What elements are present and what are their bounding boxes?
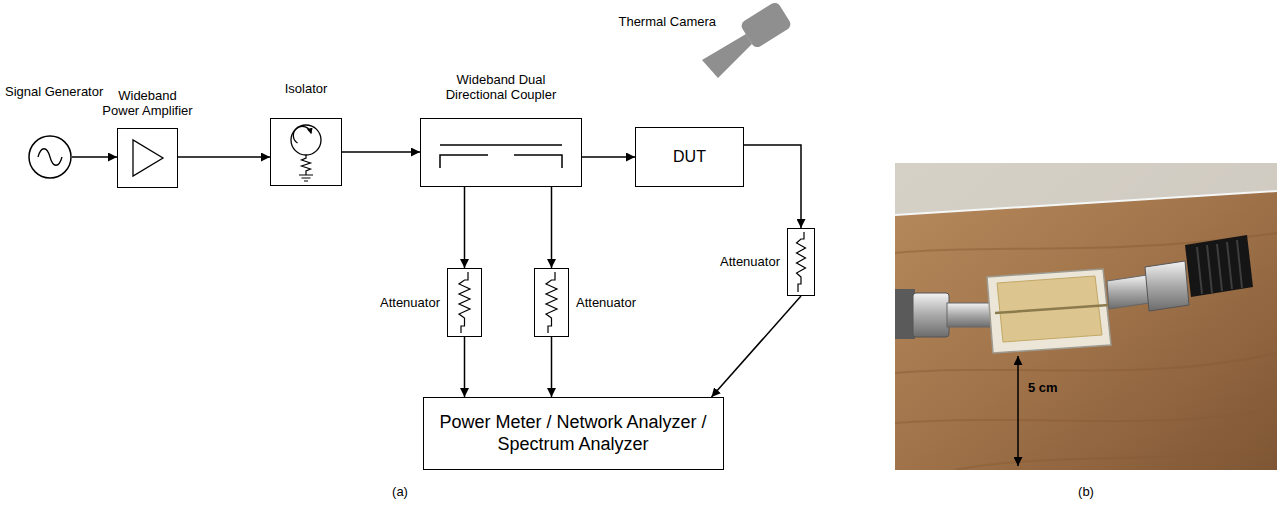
signal-arrow — [72, 156, 117, 158]
signal-arrow — [712, 296, 802, 397]
node-label: Signal Generator — [5, 84, 103, 100]
signal-arrow — [178, 156, 270, 158]
coupled-line — [514, 155, 562, 168]
coupled-line — [440, 155, 488, 168]
instrument-box: Power Meter / Network Analyzer / Spectru… — [423, 397, 724, 470]
acrylic-rod — [895, 163, 1277, 215]
node-label: DUT — [673, 147, 706, 166]
node-label: Attenuator — [380, 295, 440, 311]
load-terminator — [1185, 235, 1253, 297]
isolator-box: Isolator — [270, 118, 342, 186]
node-label: Attenuator — [576, 295, 636, 311]
wood-table — [895, 163, 1277, 470]
node-label: Power Meter / Network Analyzer / Spectru… — [432, 412, 714, 455]
node-label: Attenuator — [720, 254, 780, 270]
resistor-symbol — [302, 155, 311, 175]
terminator-fins — [1197, 240, 1242, 294]
sma-nut — [1145, 261, 1189, 311]
resistor-symbol — [546, 272, 557, 333]
coupler-box: Wideband Dual Directional Coupler — [420, 118, 582, 187]
attenuator-box: Attenuator — [787, 228, 815, 296]
microstrip-line — [995, 305, 1109, 313]
circulator-circle — [291, 125, 321, 155]
node-label: Wideband Dual Directional Coupler — [443, 72, 559, 103]
signal-arrow — [551, 337, 553, 397]
sine-symbol — [38, 149, 62, 166]
circle-outline — [28, 135, 72, 179]
resistor-symbol — [459, 272, 470, 333]
signal-arrow — [551, 187, 553, 268]
subfigure-caption: (b) — [1078, 484, 1094, 500]
thermal-camera-icon: Thermal Camera — [700, 2, 792, 82]
sma-nut — [913, 293, 949, 337]
signal-generator-circle: Signal Generator — [28, 135, 72, 179]
main-line — [440, 144, 562, 146]
dut-photo — [895, 163, 1277, 470]
coupler-symbol — [440, 145, 562, 168]
signal-arrow — [464, 337, 466, 397]
signal-arrow — [582, 156, 635, 158]
dut-box: DUT — [635, 127, 744, 187]
sma-barrel — [947, 303, 991, 327]
ground-symbol — [299, 175, 313, 181]
attenuator-box: Attenuator — [447, 268, 482, 337]
node-label: Wideband Power Amplifier — [100, 88, 196, 119]
circulator-symbol — [291, 125, 321, 181]
circulator-arrow — [293, 126, 311, 143]
acrylic-block — [987, 269, 1111, 353]
wood-grain — [895, 233, 1277, 470]
attenuator-box: Attenuator — [534, 268, 569, 337]
dimension-label: 5 cm — [1028, 380, 1058, 396]
cable-connector — [895, 289, 915, 339]
amplifier-symbol — [133, 140, 163, 176]
resistor-symbol — [797, 232, 806, 292]
circle-outline — [29, 136, 71, 178]
subfigure-caption: (a) — [392, 484, 408, 500]
acrylic-edge — [895, 191, 1277, 215]
sma-barrel — [1107, 275, 1149, 309]
signal-arrow — [744, 145, 801, 228]
dimension-arrow — [1017, 356, 1019, 466]
node-label: Isolator — [285, 81, 328, 97]
camera-lens — [702, 34, 752, 78]
signal-arrow — [464, 187, 466, 268]
amplifier-box: Wideband Power Amplifier — [117, 128, 178, 188]
signal-arrow — [342, 151, 420, 153]
node-label: Thermal Camera — [618, 14, 716, 30]
